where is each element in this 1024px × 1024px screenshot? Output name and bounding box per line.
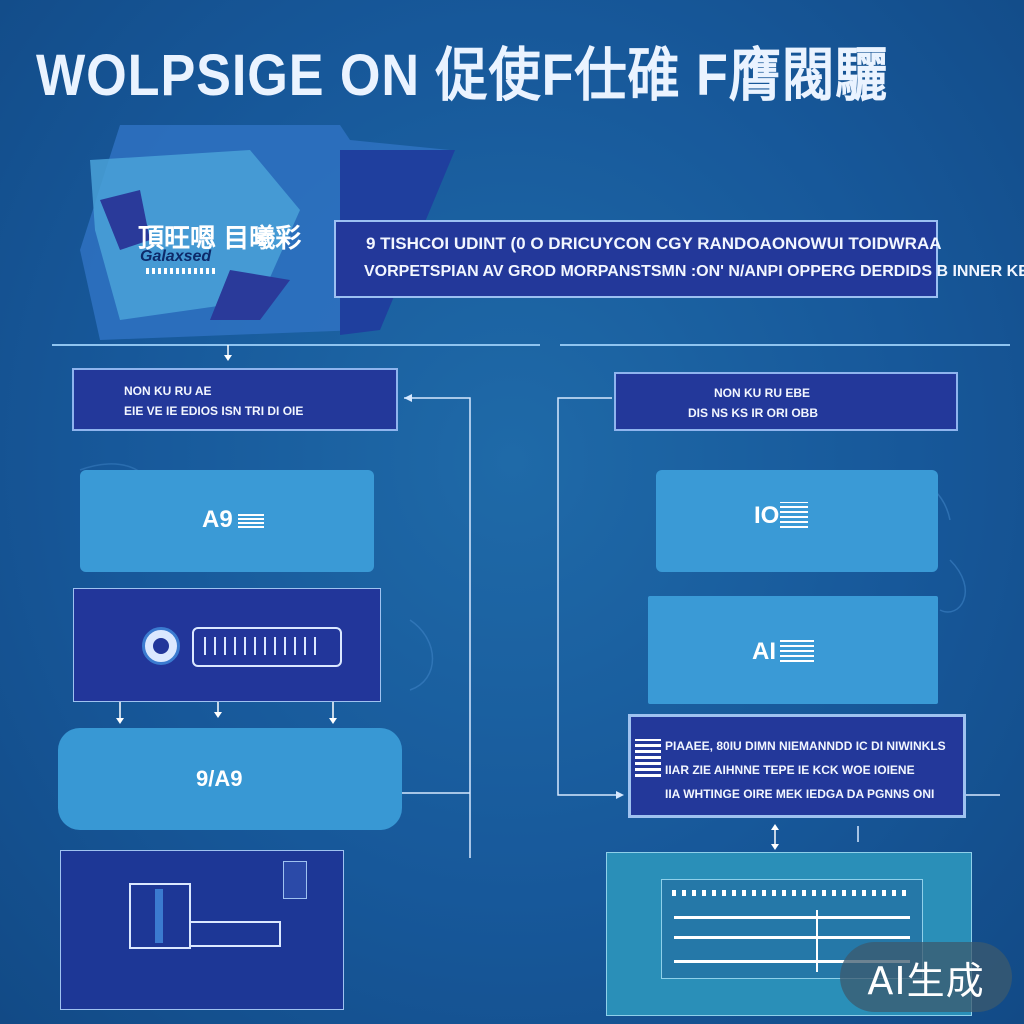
- table-row: [674, 916, 910, 919]
- user-avatar-icon: [142, 627, 180, 665]
- right-step-label-2: AI: [752, 638, 776, 665]
- right-step-box-2: AI: [648, 596, 938, 704]
- page-title: WOLPSIGE ON 促使F仕碓 F膺閥驪: [36, 43, 889, 108]
- right-step-line-2: IIAR ZIE AIHNNE TEPE IE KCK WOE IOIENE: [665, 763, 915, 777]
- banner-line-2: VORPETSPIAN AV GROD MORPANSTSMN :ON' N/A…: [364, 263, 1024, 280]
- document-icon: [129, 883, 191, 949]
- right-header-line-2: DIS NS KS IR ORI OBB: [688, 406, 819, 420]
- right-step-line-3: IIA WHTINGE OIRE MEK IEDGA DA PGNNS ONI: [665, 787, 935, 801]
- input-field-icon: [192, 627, 342, 667]
- left-step-icon-1: [238, 514, 264, 528]
- table-graphic: [661, 879, 923, 979]
- left-header-line-2: EIE VE IE EDIOS ISN TRI DI OIE: [124, 404, 304, 418]
- right-step-icon-1: [780, 502, 808, 528]
- ai-generated-badge: AI生成: [840, 942, 1012, 1012]
- right-header-line-1: NON KU RU EBE: [714, 386, 811, 400]
- right-step-icon-2: [780, 640, 814, 662]
- list-icon: [635, 739, 661, 777]
- right-step-line-1: PIAAEE, 80IU DIMN NIEMANNDD IC DI NIWINK…: [665, 739, 946, 753]
- hero-tagline: 頂旺嗯 目曦彩: [138, 223, 302, 253]
- table-column-divider: [816, 910, 818, 972]
- left-header-box: NON KU RU AE EIE VE IE EDIOS ISN TRI DI …: [72, 368, 398, 431]
- table-row: [674, 960, 910, 963]
- info-icon: [283, 861, 307, 899]
- left-step-label-3: 9/A9: [196, 766, 243, 791]
- left-step-box-1: A9: [80, 470, 374, 572]
- table-row: [674, 936, 910, 939]
- left-step-label-1: A9: [202, 506, 233, 533]
- right-step-box-1: IO: [656, 470, 938, 572]
- left-step-box-4: [60, 850, 344, 1010]
- left-step-box-3: 9/A9: [58, 728, 402, 830]
- right-step-label-1: IO: [754, 502, 780, 529]
- table-header-row: [672, 890, 912, 896]
- banner-box: 9 TISHCOI UDINT (0 O DRICUYCON CGY RANDO…: [334, 220, 1024, 298]
- right-header-box: NON KU RU EBE DIS NS KS IR ORI OBB: [614, 372, 958, 431]
- tab-frame-icon: [191, 921, 281, 947]
- banner-line-1: 9 TISHCOI UDINT (0 O DRICUYCON CGY RANDO…: [366, 234, 942, 253]
- hero-graphic: [146, 268, 216, 274]
- left-step-box-2: [73, 588, 381, 702]
- right-step-box-3: PIAAEE, 80IU DIMN NIEMANNDD IC DI NIWINK…: [628, 714, 966, 818]
- left-header-line-1: NON KU RU AE: [124, 384, 212, 398]
- hero-brand: Galaxsed: [140, 248, 212, 265]
- right-step-box-4: [606, 852, 972, 1016]
